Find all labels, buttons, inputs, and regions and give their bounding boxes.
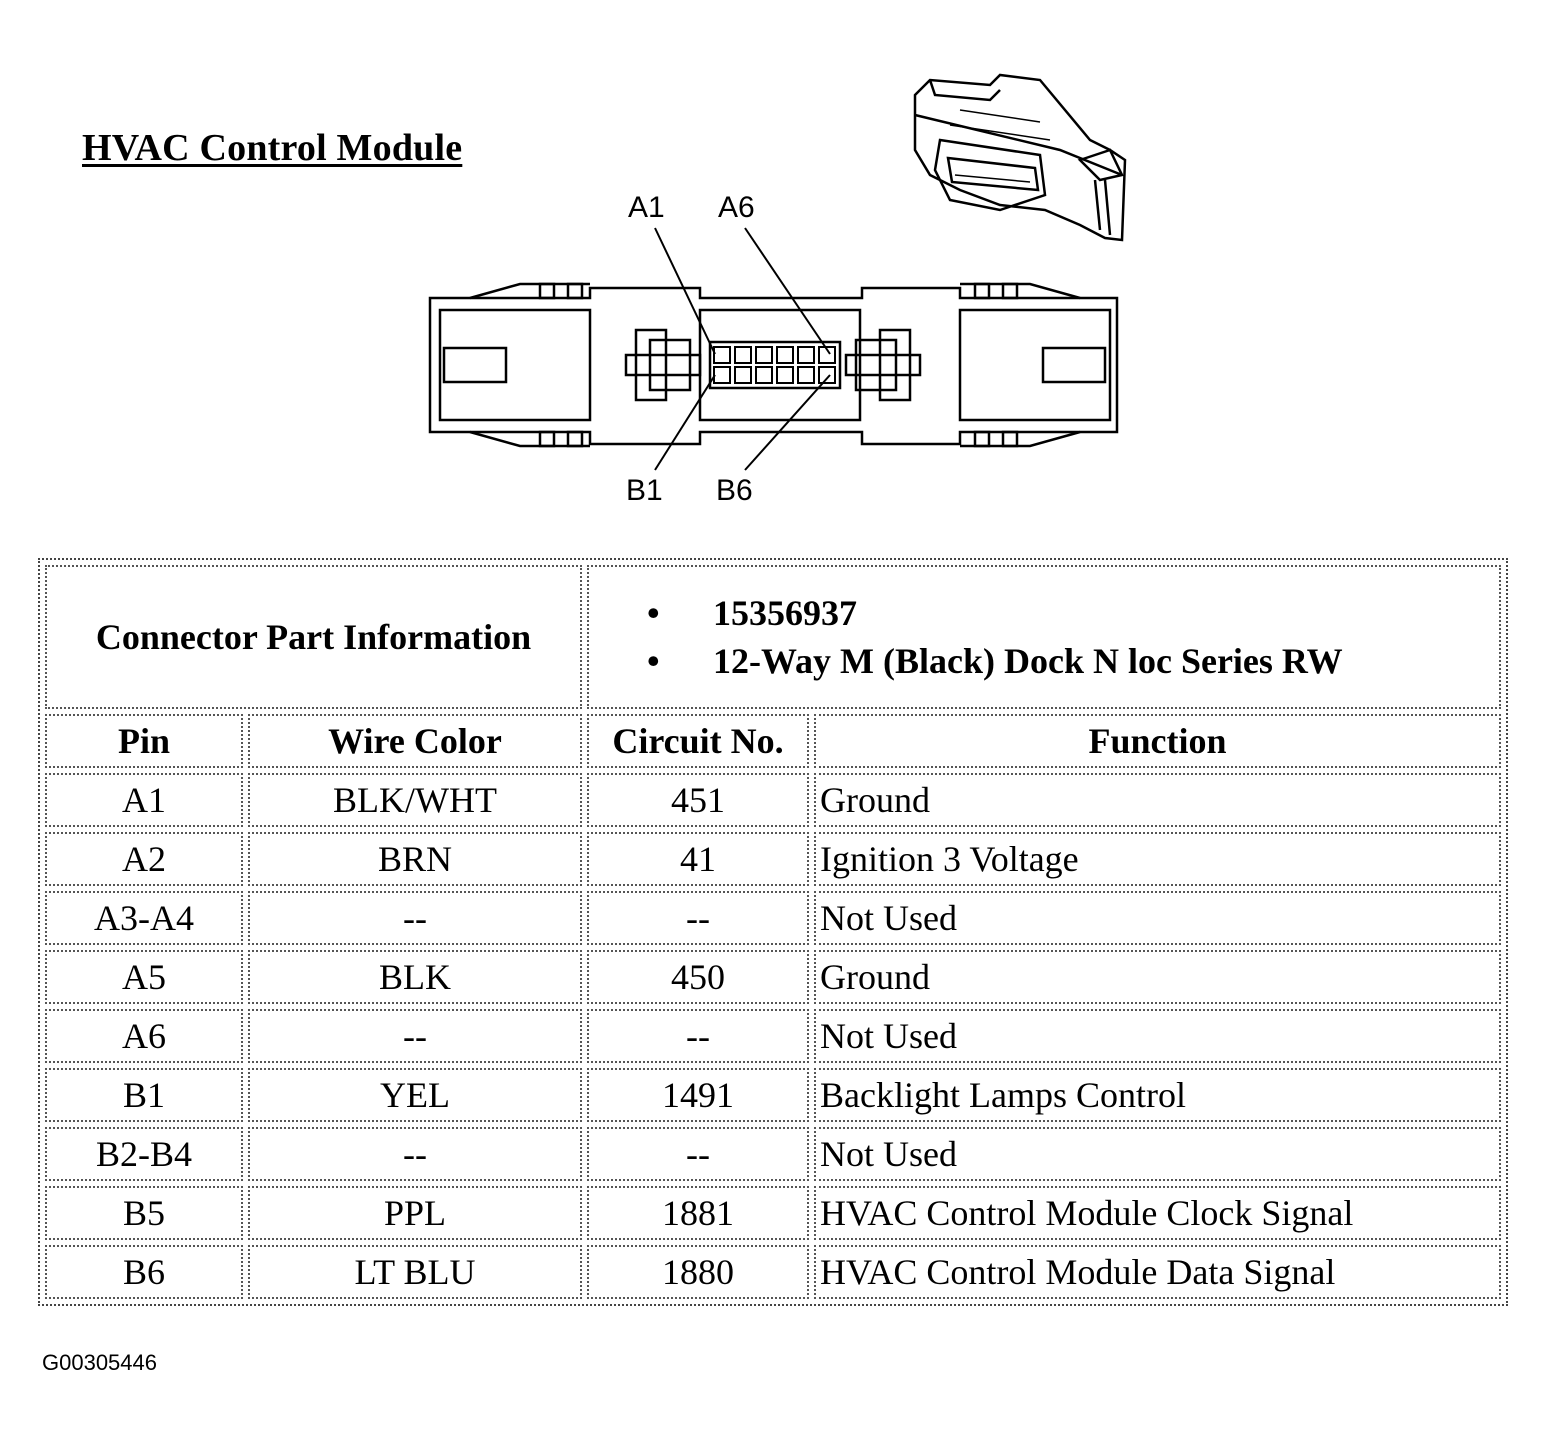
pin-cell: A1	[45, 773, 243, 827]
pin-cell: B1	[45, 1068, 243, 1122]
circuit-cell: 1881	[587, 1186, 809, 1240]
wire-color-cell: BLK	[248, 950, 582, 1004]
wire-color-cell: PPL	[248, 1186, 582, 1240]
table-header-row: Pin Wire Color Circuit No. Function	[45, 714, 1501, 768]
wire-color-cell: --	[248, 1009, 582, 1063]
header-pin: Pin	[45, 714, 243, 768]
header-wire-color: Wire Color	[248, 714, 582, 768]
pin-label-b1: B1	[626, 474, 663, 507]
table-row: B2-B4 -- -- Not Used	[45, 1127, 1501, 1181]
pin-cell: B6	[45, 1245, 243, 1299]
pin-cell: A5	[45, 950, 243, 1004]
circuit-cell: 451	[587, 773, 809, 827]
function-cell: Backlight Lamps Control	[814, 1068, 1501, 1122]
pin-cell: A2	[45, 832, 243, 886]
table-row: A2 BRN 41 Ignition 3 Voltage	[45, 832, 1501, 886]
connector-face	[428, 282, 1119, 448]
function-cell: Not Used	[814, 1127, 1501, 1181]
table-row: A6 -- -- Not Used	[45, 1009, 1501, 1063]
connector-info-row: Connector Part Information 15356937 12-W…	[45, 565, 1501, 709]
header-circuit-no: Circuit No.	[587, 714, 809, 768]
pin-cell: A3-A4	[45, 891, 243, 945]
table-row: B5 PPL 1881 HVAC Control Module Clock Si…	[45, 1186, 1501, 1240]
connector-diagram: A1 A6 B1 B6	[428, 73, 1127, 507]
table-row: B1 YEL 1491 Backlight Lamps Control	[45, 1068, 1501, 1122]
wire-color-cell: BRN	[248, 832, 582, 886]
pin-cell: B2-B4	[45, 1127, 243, 1181]
function-cell: Not Used	[814, 891, 1501, 945]
table-row: B6 LT BLU 1880 HVAC Control Module Data …	[45, 1245, 1501, 1299]
circuit-cell: 450	[587, 950, 809, 1004]
wire-color-cell: --	[248, 891, 582, 945]
pin-cell: A6	[45, 1009, 243, 1063]
circuit-cell: 41	[587, 832, 809, 886]
function-cell: Ground	[814, 950, 1501, 1004]
pin-leader-lines	[654, 227, 831, 471]
circuit-cell: 1491	[587, 1068, 809, 1122]
header-function: Function	[814, 714, 1501, 768]
function-cell: HVAC Control Module Clock Signal	[814, 1186, 1501, 1240]
wire-color-cell: LT BLU	[248, 1245, 582, 1299]
wire-color-cell: YEL	[248, 1068, 582, 1122]
connector-info-list: 15356937 12-Way M (Black) Dock N loc Ser…	[587, 565, 1501, 709]
table-row: A3-A4 -- -- Not Used	[45, 891, 1501, 945]
pin-label-a6: A6	[718, 191, 755, 224]
wire-color-cell: --	[248, 1127, 582, 1181]
function-cell: Ground	[814, 773, 1501, 827]
pin-label-b6: B6	[716, 474, 753, 507]
circuit-cell: --	[587, 891, 809, 945]
function-cell: Ignition 3 Voltage	[814, 832, 1501, 886]
page-title: HVAC Control Module	[82, 127, 463, 169]
figure-code: G00305446	[42, 1350, 157, 1375]
connector-description: 12-Way M (Black) Dock N loc Series RW	[647, 637, 1495, 685]
pinout-table: Connector Part Information 15356937 12-W…	[38, 558, 1508, 1306]
table-row: A1 BLK/WHT 451 Ground	[45, 773, 1501, 827]
connector-part-number: 15356937	[647, 589, 1495, 637]
table-row: A5 BLK 450 Ground	[45, 950, 1501, 1004]
wire-color-cell: BLK/WHT	[248, 773, 582, 827]
pin-cavities	[713, 346, 836, 384]
function-cell: Not Used	[814, 1009, 1501, 1063]
pin-label-a1: A1	[628, 191, 665, 224]
function-cell: HVAC Control Module Data Signal	[814, 1245, 1501, 1299]
connector-3d-illustration	[913, 73, 1127, 242]
circuit-cell: --	[587, 1009, 809, 1063]
circuit-cell: 1880	[587, 1245, 809, 1299]
pin-cell: B5	[45, 1186, 243, 1240]
connector-info-label: Connector Part Information	[45, 565, 582, 709]
circuit-cell: --	[587, 1127, 809, 1181]
